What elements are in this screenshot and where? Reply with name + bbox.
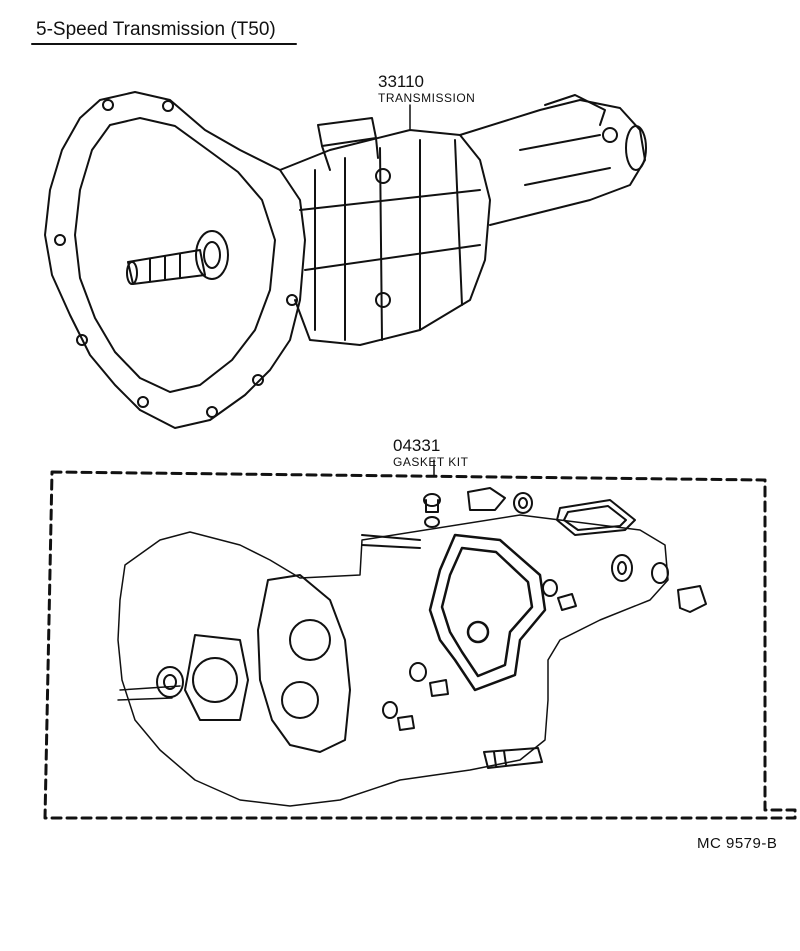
gasket-kit-boundary: [43, 470, 797, 820]
page-title: 5-Speed Transmission (T50): [36, 19, 276, 40]
small-seals-and-plugs: [361, 487, 707, 769]
part-name-transmission: TRANSMISSION: [378, 91, 476, 105]
drawing-code: MC 9579-B: [697, 835, 778, 852]
part-name-gasket-kit: GASKET KIT: [393, 455, 469, 469]
part-number-transmission: 33110: [378, 72, 425, 91]
front-bearing-retainer-gasket: [156, 634, 249, 721]
intermediate-plate-gasket: [257, 574, 351, 753]
transmission-case-outline: [117, 514, 669, 807]
part-number-gasket-kit: 04331: [393, 436, 441, 455]
shift-lever-housing-gasket: [428, 533, 547, 692]
transmission-drawing: [44, 91, 647, 429]
